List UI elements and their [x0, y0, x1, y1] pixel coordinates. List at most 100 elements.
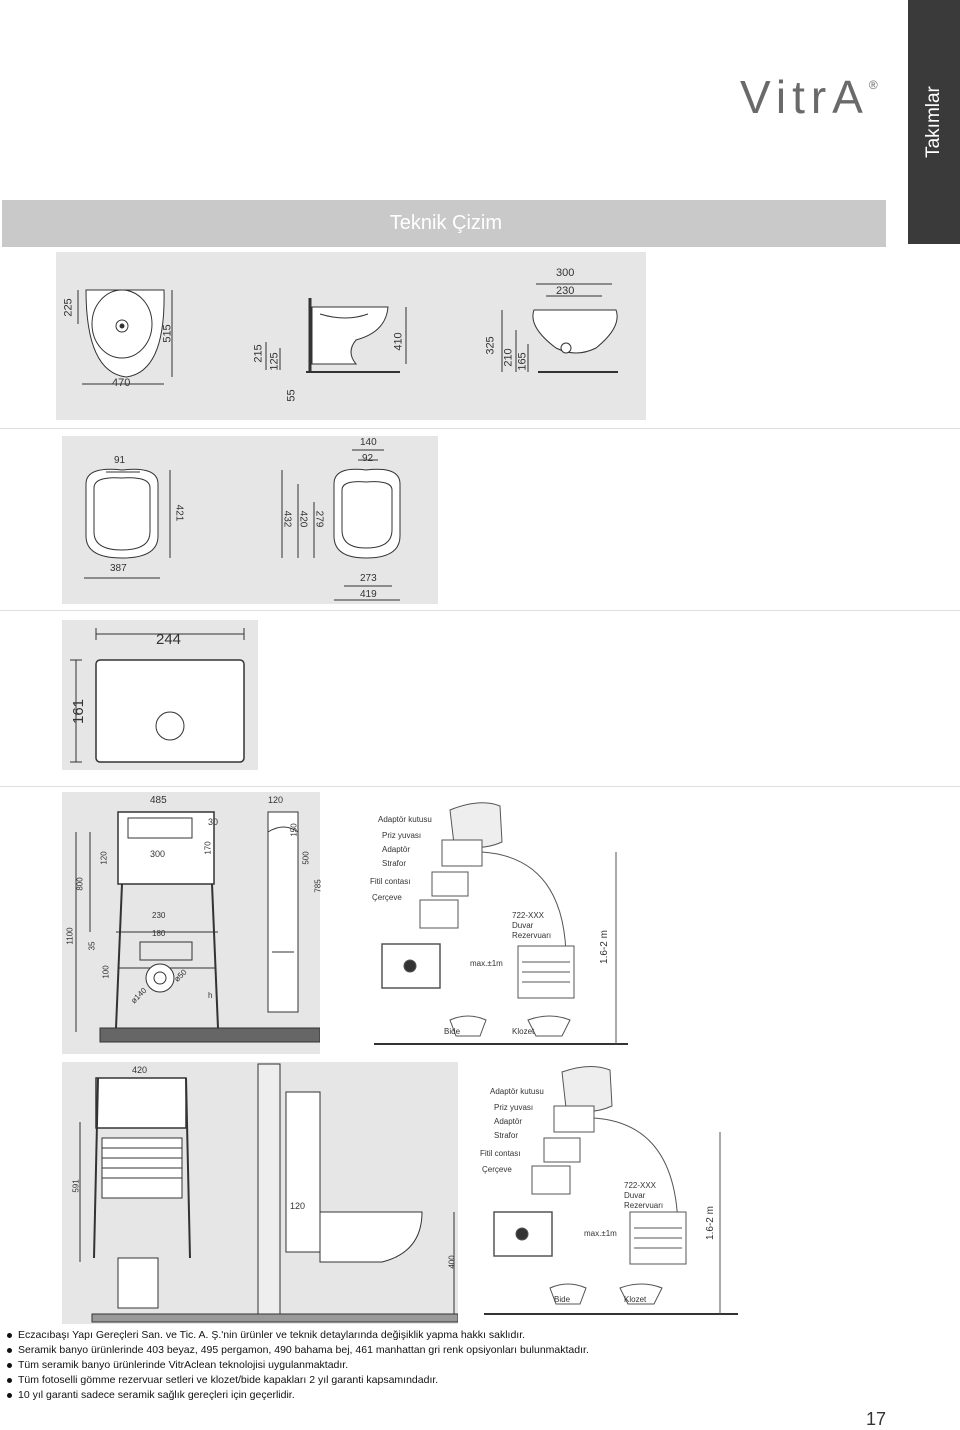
component-label: Priz yuvası: [382, 831, 422, 840]
dim-label: 120: [268, 795, 284, 805]
dim-label: 485: [150, 795, 167, 806]
seat-drawing-panel: 91 421 387 140 92 432 420 279 273 419: [62, 436, 438, 604]
reservoir-label: 722-XXX: [512, 911, 545, 920]
component-label: Strafor: [494, 1131, 519, 1140]
frame-drawing-panel: 485 30 120 170 300 800 230 180 1100 35 1…: [62, 792, 323, 1054]
dim-label: 165: [516, 352, 529, 371]
component-label: Çerçeve: [372, 893, 402, 902]
dim-label: 432: [281, 510, 293, 528]
dim-label: 785: [313, 879, 323, 893]
dim-label: 120: [99, 851, 109, 865]
brand-logo: VitrA®: [740, 70, 878, 124]
dim-label: 419: [360, 589, 377, 600]
note-item: Tüm seramik banyo ürünlerinde VitrAclean…: [4, 1358, 589, 1373]
dim-label: 91: [114, 455, 126, 466]
dim-label: 400: [447, 1255, 457, 1269]
installation-diagram-2: Adaptör kutusu Priz yuvası Adaptör Straf…: [480, 1062, 742, 1324]
dim-label: 279: [313, 510, 325, 528]
max-label: max.±1m: [470, 959, 503, 968]
dim-label: 591: [71, 1179, 81, 1193]
component-label: Strafor: [382, 859, 407, 868]
dim-label: 800: [75, 877, 85, 891]
dim-label: 92: [362, 453, 374, 464]
dim-label: 120: [290, 1201, 306, 1211]
klozet-label: Klozet: [624, 1295, 647, 1304]
installation-1-drawing: [374, 802, 628, 1045]
frame-drawing-panel-2: 420 591 120 400: [62, 1062, 458, 1324]
dim-label: 180: [152, 929, 166, 938]
category-tab[interactable]: Takımlar: [908, 0, 960, 244]
dim-label: 230: [152, 911, 166, 920]
component-label: Adaptör: [382, 845, 411, 854]
bide-label: Bide: [554, 1295, 571, 1304]
dim-label: 244: [156, 631, 182, 648]
flush-plate-panel: 244 161: [62, 620, 258, 770]
frame-drawings: [75, 811, 320, 1043]
component-label: Adaptör: [494, 1117, 523, 1126]
frame-drawings-2: [79, 1063, 458, 1323]
dim-label: 210: [502, 348, 515, 367]
bide-label: Bide: [444, 1027, 461, 1036]
klozet-label: Klozet: [512, 1027, 535, 1036]
bidet-drawings: [77, 283, 618, 385]
component-label: Fitil contası: [370, 877, 411, 886]
dim-label: 515: [161, 324, 174, 343]
dim-label: h: [208, 991, 213, 1000]
reservoir-label: 722-XXX: [624, 1181, 657, 1190]
dim-label: 161: [70, 698, 88, 725]
category-tab-label: Takımlar: [923, 86, 944, 158]
reservoir-label: Duvar: [512, 921, 534, 930]
installation-2-drawing: [484, 1066, 738, 1315]
dim-label: 300: [150, 849, 166, 859]
height-label: 1.6-2 m: [704, 1206, 716, 1240]
dim-label: 30: [208, 817, 219, 827]
page-number: 17: [866, 1409, 887, 1429]
dim-label: 410: [392, 332, 405, 351]
dim-label: 470: [112, 377, 131, 389]
component-label: Adaptör kutusu: [490, 1087, 544, 1096]
note-item: Seramik banyo ürünlerinde 403 beyaz, 495…: [4, 1343, 589, 1358]
reservoir-label: Rezervuarı: [512, 931, 552, 940]
dim-label: 225: [62, 298, 75, 317]
height-label: 1.6-2 m: [598, 930, 610, 964]
dim-label: 170: [203, 841, 213, 855]
dim-label: 215: [252, 344, 265, 363]
dim-label: 273: [360, 573, 377, 584]
installation-diagram-1: Adaptör kutusu Priz yuvası Adaptör Straf…: [370, 792, 632, 1054]
note-item: 10 yıl garanti sadece seramik sağlık ger…: [4, 1388, 589, 1403]
dim-label: 420: [297, 510, 309, 528]
dim-label: 420: [132, 1065, 148, 1075]
dim-label: 150: [289, 823, 299, 837]
separator: [0, 428, 960, 429]
reservoir-label: Duvar: [624, 1191, 646, 1200]
dim-label: 125: [268, 352, 281, 371]
reservoir-label: Rezervuarı: [624, 1201, 664, 1210]
notes-list: Eczacıbaşı Yapı Gereçleri San. ve Tic. A…: [4, 1328, 589, 1403]
component-label: Adaptör kutusu: [378, 815, 432, 824]
section-title: Teknik Çizim: [389, 212, 502, 234]
brand-mark: ®: [868, 78, 878, 92]
max-label: max.±1m: [584, 1229, 617, 1238]
dim-label: 1100: [65, 927, 75, 945]
section-title-bar: Teknik Çizim: [2, 200, 886, 247]
note-item: Tüm fotoselli gömme rezervuar setleri ve…: [4, 1373, 589, 1388]
separator: [0, 786, 960, 787]
dim-label: 230: [556, 285, 575, 297]
brand-name: VitrA: [740, 71, 869, 123]
dim-label: 140: [360, 437, 377, 448]
dim-label: 300: [556, 267, 575, 279]
note-item: Eczacıbaşı Yapı Gereçleri San. ve Tic. A…: [4, 1328, 589, 1343]
flush-plate-drawing: [70, 628, 245, 763]
component-label: Priz yuvası: [494, 1103, 534, 1112]
seat-drawings: [84, 449, 401, 601]
dim-label: 35: [87, 941, 97, 951]
dim-label: 500: [301, 851, 311, 865]
dim-label: 100: [101, 965, 111, 979]
component-label: Çerçeve: [482, 1165, 512, 1174]
dim-label: 387: [110, 563, 127, 574]
dim-label: 421: [173, 504, 185, 522]
dim-label: 325: [484, 336, 497, 355]
dim-label: 55: [285, 389, 298, 402]
component-label: Fitil contası: [480, 1149, 521, 1158]
separator: [0, 610, 960, 611]
